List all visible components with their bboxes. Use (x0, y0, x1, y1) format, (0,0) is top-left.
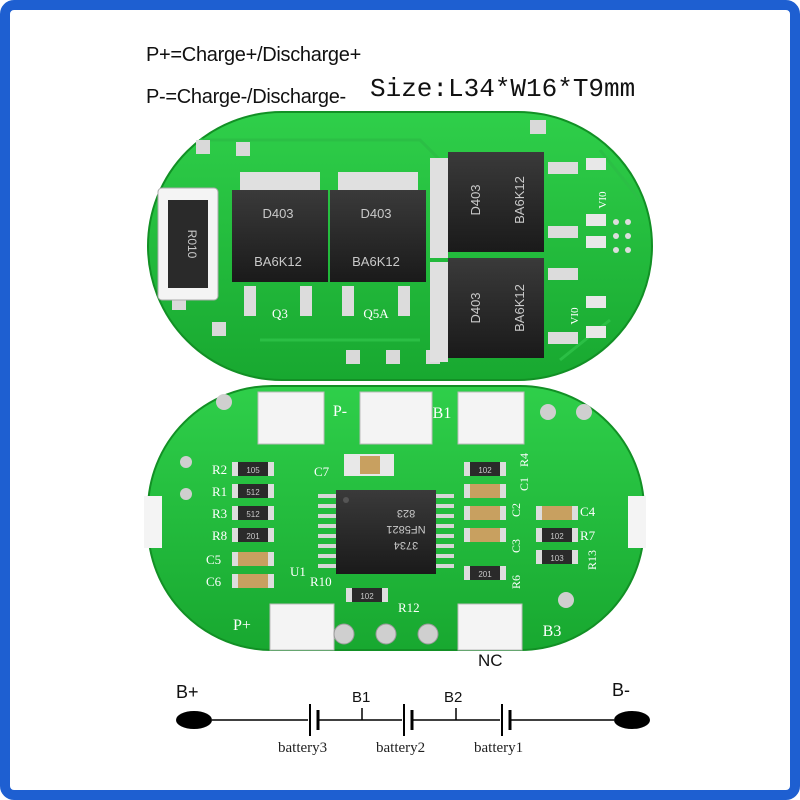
right-code-3: 103 (550, 554, 564, 563)
p-plus-description: P+=Charge+/Discharge+ (146, 44, 361, 66)
label-r7: R7 (580, 528, 596, 543)
p-minus-description: P-=Charge-/Discharge- (146, 86, 346, 108)
mosfet-4: D403 BA6K12 (430, 258, 578, 362)
left-code-3: 512 (246, 510, 260, 519)
pad-label-b1: B1 (433, 405, 452, 422)
mosfet-4-code: D403 (468, 292, 483, 323)
ic-pin (318, 504, 336, 508)
label-r6: R6 (509, 575, 523, 589)
battery-wiring-diagram: B+ B- B1 B2 battery3 battery2 battery1 (176, 680, 650, 756)
label-r10: R10 (310, 574, 332, 589)
bottom-board: P- B1 P+ B3 105 512 512 201 R2 R (144, 385, 646, 651)
pad-label-p-plus: P+ (233, 617, 251, 634)
ic-pin (318, 534, 336, 538)
ic-pin (436, 554, 454, 558)
tap-b2-label: B2 (444, 689, 462, 706)
label-c5: C5 (206, 552, 221, 567)
right-code-4: 201 (478, 570, 492, 579)
ic-pin (436, 564, 454, 568)
label-r2: R2 (212, 462, 227, 477)
ic-pin (318, 494, 336, 498)
ic-line-3: 3734 (394, 539, 418, 551)
terminal-b-plus-label: B+ (176, 682, 199, 702)
ic-line-2: NF5821 (386, 523, 425, 535)
label-vio-1: VI0 (597, 191, 609, 209)
ic-pin (318, 524, 336, 528)
label-c3: C3 (509, 539, 523, 553)
battery3-label: battery3 (278, 740, 327, 756)
label-r13: R13 (585, 550, 599, 570)
top-board: R010 D403 BA6K12 D403 BA6K12 D403 BA6K12 (147, 111, 653, 381)
mosfet-1-part: BA6K12 (254, 254, 302, 269)
ic-pin (318, 514, 336, 518)
terminal-b-minus (614, 711, 650, 729)
battery2-label: battery2 (376, 740, 425, 756)
label-c7: C7 (314, 464, 330, 479)
right-code-1: 102 (478, 466, 492, 475)
label-vio-2: VI0 (569, 307, 581, 325)
right-component-column: 102 102 103 201 C4 R7 R13 R4 C1 C2 C3 R6 (464, 453, 599, 589)
left-component-column: 105 512 512 201 R2 R1 R3 R8 C5 C6 (206, 462, 274, 589)
mosfet-2-part: BA6K12 (352, 254, 400, 269)
right-code-2: 102 (550, 532, 564, 541)
label-r4: R4 (517, 453, 531, 467)
label-c6: C6 (206, 574, 222, 589)
battery1-label: battery1 (474, 740, 523, 756)
tap-b1-label: B1 (352, 689, 370, 706)
mosfet-2-code: D403 (360, 206, 391, 221)
terminal-b-minus-label: B- (612, 680, 630, 700)
label-q5a: Q5A (363, 306, 389, 321)
label-c1: C1 (517, 477, 531, 491)
label-c2: C2 (509, 503, 523, 517)
bottom-resistor-code: 102 (360, 592, 374, 601)
label-r3: R3 (212, 506, 227, 521)
label-q3: Q3 (272, 306, 288, 321)
label-r1: R1 (212, 484, 227, 499)
ic-pin (436, 504, 454, 508)
label-r8: R8 (212, 528, 227, 543)
size-label: Size:L34*W16*T9mm (370, 74, 636, 104)
left-code-4: 201 (246, 532, 260, 541)
mosfet-4-part: BA6K12 (512, 284, 527, 332)
pad-label-p-minus: P- (333, 403, 347, 420)
left-code-2: 512 (246, 488, 260, 497)
mosfet-1: D403 BA6K12 (232, 172, 328, 316)
mosfet-3-part: BA6K12 (512, 176, 527, 224)
ic-pin (318, 554, 336, 558)
pad-label-b3: B3 (543, 623, 562, 640)
ic-pin (436, 544, 454, 548)
mosfet-1-code: D403 (262, 206, 293, 221)
label-c4: C4 (580, 504, 596, 519)
nc-label: NC (478, 651, 503, 670)
ic-line-1: 823 (397, 507, 415, 519)
ic-pin (436, 524, 454, 528)
ic-pin (318, 564, 336, 568)
label-u1: U1 (290, 564, 306, 579)
label-r12: R12 (398, 600, 420, 615)
resistor-code: R010 (185, 230, 199, 259)
protection-ic: 823 NF5821 3734 (318, 490, 454, 574)
ic-pin (436, 534, 454, 538)
ic-pin (436, 514, 454, 518)
mosfet-2: D403 BA6K12 (330, 172, 426, 316)
mosfet-3-code: D403 (468, 184, 483, 215)
ic-pin (318, 544, 336, 548)
ic-pin (436, 494, 454, 498)
terminal-b-plus (176, 711, 212, 729)
mosfet-3: D403 BA6K12 (430, 152, 578, 258)
left-code-1: 105 (246, 466, 260, 475)
